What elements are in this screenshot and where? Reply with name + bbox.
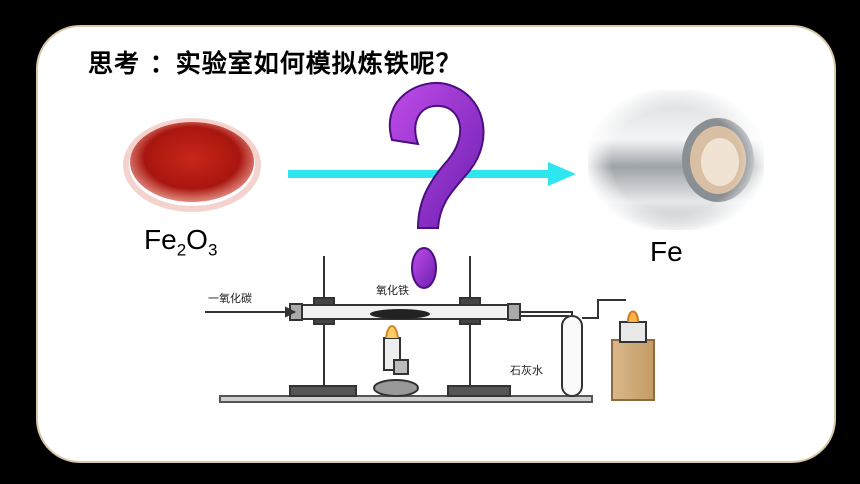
iron-oxide-powder bbox=[130, 122, 254, 202]
limewater-label: 石灰水 bbox=[510, 363, 543, 377]
question-mark-icon bbox=[388, 82, 485, 289]
iron-oxide-label: 氧化铁 bbox=[376, 283, 409, 297]
reactant-formula: Fe2O3 bbox=[144, 224, 218, 260]
product-formula: Fe bbox=[650, 236, 683, 267]
slide-question: 思考 ：实验室如何模拟炼铁呢？ bbox=[88, 49, 462, 78]
iron-foil-roll bbox=[584, 86, 768, 234]
lab-apparatus bbox=[205, 256, 655, 403]
right-arrow-icon bbox=[288, 162, 576, 186]
co-label: 一氧化碳 bbox=[208, 291, 252, 305]
